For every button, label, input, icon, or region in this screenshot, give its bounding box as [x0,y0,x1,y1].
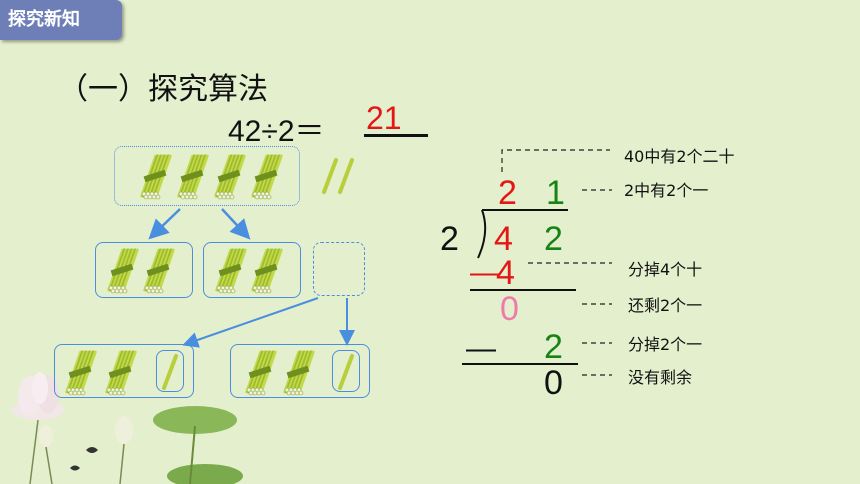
bundle-of-ten-sticks-icon [283,350,315,396]
subtract-tens: 4 [496,254,515,292]
lotus-decoration [12,372,243,484]
remainder-tens: 0 [500,290,519,328]
single-stick-icon [162,354,178,390]
divisor: 2 [440,220,459,258]
single-box-left [156,350,184,392]
lotus-leaf-icon [153,406,243,484]
bundle-of-ten-sticks-icon [143,248,175,294]
bundle-of-ten-sticks-icon [140,154,172,200]
bundle-of-ten-sticks-icon [245,350,277,396]
bundle-of-ten-sticks-icon [105,350,137,396]
note-tens: 40中有2个二十 [624,147,735,166]
final-remainder: 0 [544,364,563,402]
quotient-tens: 2 [498,174,517,212]
dividend-tens: 4 [494,220,513,258]
ones-empty-box [313,242,365,296]
lotus-flower-icon [12,372,133,484]
bundles-group-right [203,242,301,298]
note-ones: 2中有2个一 [624,181,709,200]
minus-sign-1: — [470,256,500,289]
note-take-ones: 分掉2个一 [628,335,703,354]
section-tag: 探究新知 [0,0,122,40]
arrow-split-left [148,208,181,240]
bundle-of-ten-sticks-icon [215,248,247,294]
minus-sign-2: — [466,332,496,365]
equation-text: 42÷2＝ [228,115,325,148]
arrow-ones-left [182,297,319,348]
subtract-ones: 2 [544,328,563,366]
result-group-left [54,344,194,398]
note-left: 还剩2个一 [628,296,703,315]
bundle-of-ten-sticks-icon [107,248,139,294]
bundle-of-ten-sticks-icon [251,248,283,294]
quotient-ones: 1 [546,174,565,212]
single-stick-icon [322,158,338,194]
note-leader-tens [501,149,610,172]
single-box-right [332,350,360,392]
equation-answer: 21 [366,100,402,136]
bundle-of-ten-sticks-icon [177,154,209,200]
bundle-of-ten-sticks-icon [65,350,97,396]
bundles-group-42 [114,146,300,206]
note-none-left: 没有剩余 [628,368,693,387]
bundle-of-ten-sticks-icon [214,154,246,200]
single-stick-icon [338,158,354,194]
result-group-right [230,344,370,398]
single-stick-icon [338,354,354,390]
bundles-group-left [95,242,193,298]
arrow-split-right [221,208,251,240]
page-title: （一）探究算法 [58,72,268,107]
division-bracket [477,209,487,259]
dividend-ones: 2 [544,220,563,258]
answer-underline [364,134,428,137]
bundle-of-ten-sticks-icon [251,154,283,200]
note-take-tens: 分掉4个十 [628,260,703,279]
